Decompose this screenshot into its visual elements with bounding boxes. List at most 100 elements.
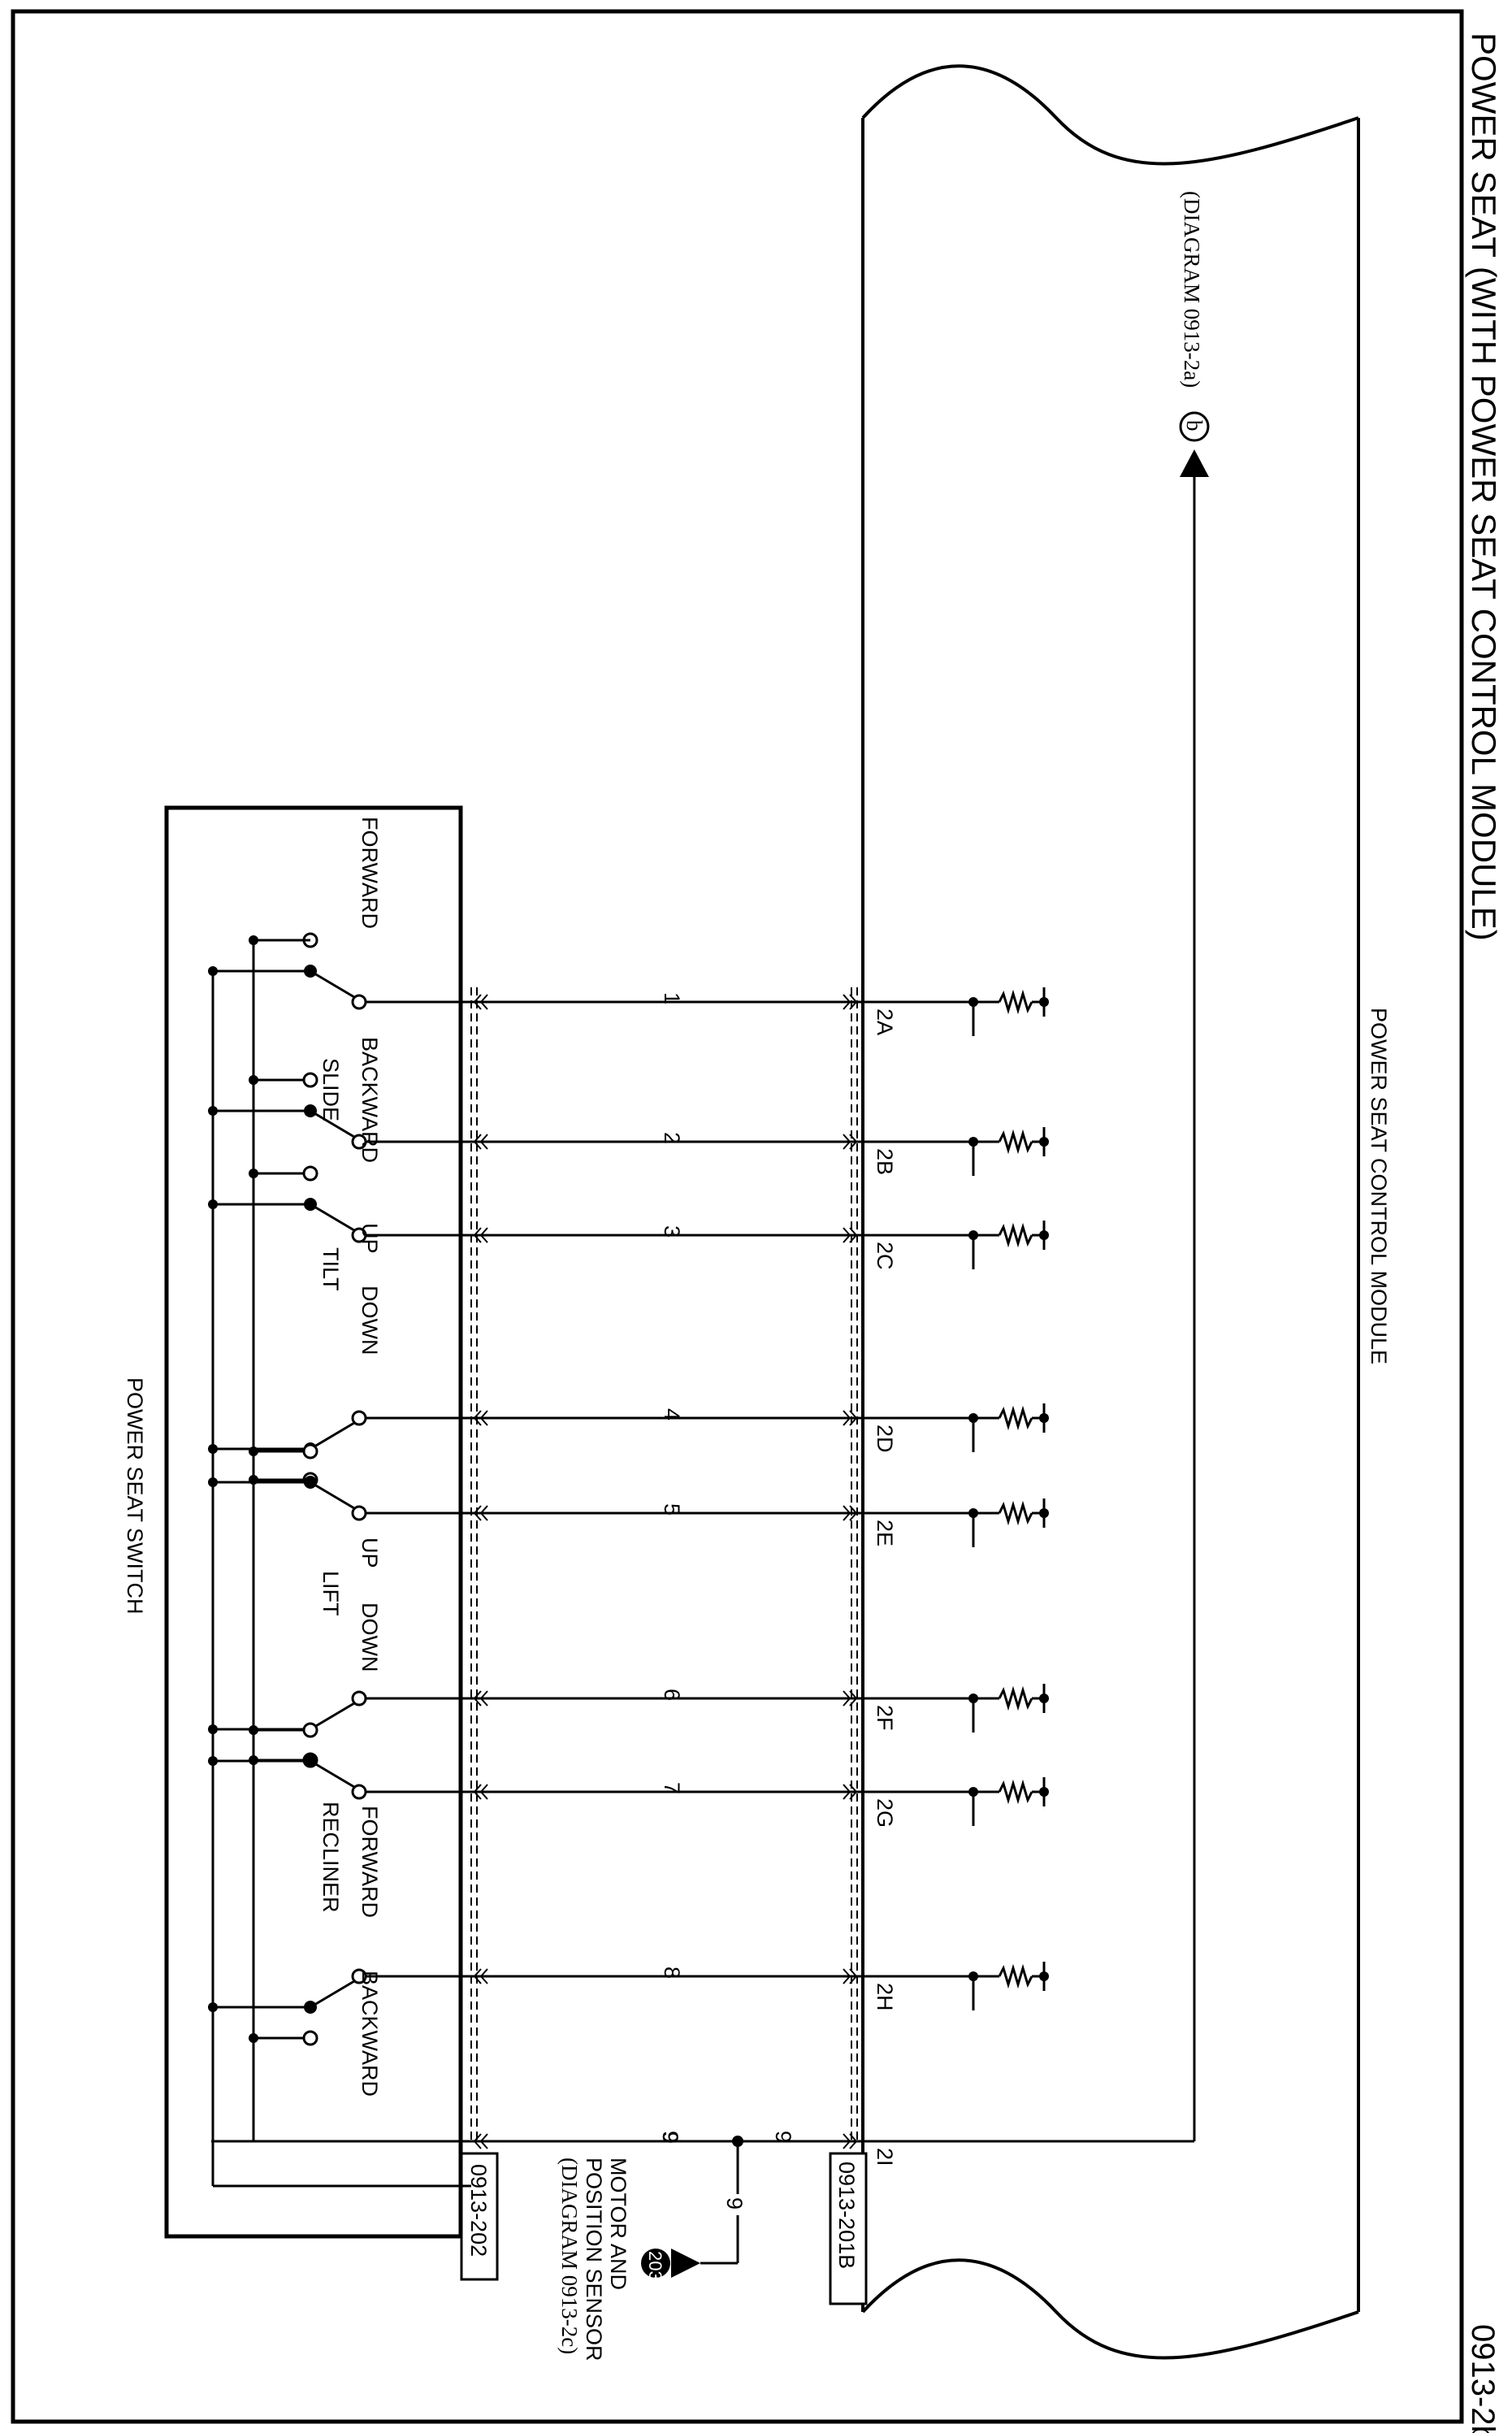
- label-lift-up: UP: [357, 1537, 382, 1568]
- pullup-resistor: [863, 1962, 1049, 2010]
- pullup-resistor: [863, 1221, 1049, 1269]
- ground-line1: MOTOR AND: [606, 2158, 630, 2290]
- switch-contact: [351, 1134, 367, 1150]
- ground-line2: POSITION SENSOR: [582, 2158, 606, 2361]
- wire-label: 5: [660, 1503, 684, 1516]
- terminal-label: 2G: [873, 1798, 897, 1828]
- terminal-label: 2E: [873, 1520, 897, 1546]
- pullup-resistor: [863, 1777, 1049, 1826]
- connector-pin-202: [473, 1505, 488, 1521]
- ground-line3: (DIAGRAM 0913-2c): [557, 2158, 582, 2354]
- label-recliner-forward: FORWARD: [357, 1806, 382, 1918]
- connector-pin-202: [473, 994, 488, 1010]
- connector-201b-box: [829, 2152, 868, 2305]
- connector-pin-202: [473, 2133, 488, 2149]
- label-tilt-down: DOWN: [357, 1286, 382, 1355]
- splice-dot: [732, 2136, 743, 2147]
- terminal-label: 2D: [873, 1425, 897, 1453]
- terminal-label: 2I: [873, 2148, 897, 2166]
- wire-label: 7: [660, 1782, 684, 1794]
- connector-202-label: 0913-202: [466, 2164, 491, 2257]
- switch-labels: FORWARD BACKWARD SLIDE UP TILT DOWN UP L…: [318, 817, 382, 2097]
- connector-201b-label: 0913-201B: [834, 2162, 859, 2269]
- switch-contact: [302, 2030, 318, 2046]
- pullup-resistor: [863, 987, 1049, 1036]
- page-title: POWER SEAT (WITH POWER SEAT CONTROL MODU…: [1465, 33, 1503, 941]
- circle-b-icon: [1179, 411, 1210, 442]
- connector-pin-201b: [843, 1227, 858, 1243]
- label-slide-backward: BACKWARD: [357, 1037, 382, 1163]
- label-recliner: RECLINER: [318, 1802, 343, 1913]
- ground-arrow-icon: [671, 2249, 700, 2278]
- switch-contact: [302, 1443, 318, 1459]
- switch-contact: [302, 1165, 318, 1182]
- connector-pin-201b: [843, 1784, 858, 1800]
- arrow-up-icon: [1180, 449, 1209, 477]
- switch-contact: [351, 1784, 367, 1800]
- terminal-label: 2A: [873, 1008, 897, 1035]
- wire-label: 9: [658, 2132, 682, 2144]
- wire-9-left-label: 9: [658, 2131, 682, 2143]
- label-lift-down: DOWN: [357, 1602, 382, 1672]
- switch-contact: [351, 1690, 367, 1707]
- switch-contact: [351, 994, 367, 1010]
- wire-label: 8: [660, 1967, 684, 1979]
- switch-contact: [351, 1968, 367, 1984]
- label-lift: LIFT: [318, 1571, 343, 1616]
- switch-contact: [351, 1505, 367, 1521]
- wire-9-right-label: 9: [771, 2131, 795, 2143]
- connector-pin-201b: [843, 1410, 858, 1426]
- label-slide: SLIDE: [318, 1058, 343, 1121]
- page-frame: [11, 9, 1464, 2424]
- label-tilt: TILT: [318, 1247, 343, 1291]
- connector-pin-202: [473, 1134, 488, 1150]
- wire-label: 4: [660, 1408, 684, 1420]
- connector-pin-201b: [843, 1134, 858, 1150]
- pullup-resistor: [863, 1403, 1049, 1452]
- wire-label: 3: [660, 1225, 684, 1238]
- wire-rows: 1 2A 2 2B 3 2C 4 2D 5 2E 6 2F 7 2G 8 2H 9 2I: [208, 932, 1194, 2188]
- ground-branch: 9 9 9 203 MOTOR AND POSITION SENSOR (DIA…: [557, 2131, 795, 2361]
- ground-number: 203: [645, 2251, 665, 2281]
- wire-9-down-label: 9: [722, 2197, 747, 2210]
- connector-pin-201b: [843, 1968, 858, 1984]
- reference-circle-letter: b: [1182, 420, 1207, 432]
- reference-link: b (DIAGRAM 0913-2a): [1179, 191, 1210, 2141]
- connector-pin-201b: [843, 1690, 858, 1707]
- connector-pin-201b: [843, 1505, 858, 1521]
- reference-text: (DIAGRAM 0913-2a): [1180, 191, 1204, 388]
- pullup-resistor: [863, 1684, 1049, 1733]
- label-tilt-up: UP: [357, 1223, 382, 1254]
- control-module: [861, 64, 1360, 2360]
- switch-contact: [351, 1410, 367, 1426]
- terminal-label: 2F: [873, 1705, 897, 1731]
- switch-contacts: [208, 932, 471, 2188]
- connector-pin-202: [473, 1227, 488, 1243]
- terminal-label: 2C: [873, 1242, 897, 1270]
- connector-pin-202: [473, 1410, 488, 1426]
- switch-box: [164, 805, 463, 2239]
- page-code: 0913-2b: [1465, 2324, 1501, 2433]
- connector-pin-202: [473, 1968, 488, 1984]
- wire-label: 6: [660, 1689, 684, 1701]
- switch-contact: [351, 1227, 367, 1243]
- terminal-label: 2B: [873, 1148, 897, 1175]
- label-slide-forward: FORWARD: [357, 817, 382, 929]
- wire-label: 2: [660, 1132, 684, 1144]
- module-name: POWER SEAT CONTROL MODULE: [1367, 1008, 1391, 1364]
- pullup-resistor: [863, 1498, 1049, 1547]
- switch-contact: [302, 1722, 318, 1738]
- wire-label: 1: [660, 992, 684, 1004]
- terminal-label: 2H: [873, 1983, 897, 2011]
- connector-pin-202: [473, 1784, 488, 1800]
- connector-pin-201b: [843, 994, 858, 1010]
- connector-201b-boundary: [851, 987, 858, 2141]
- pullup-resistor: [863, 1127, 1049, 1176]
- connector-pin-201b: [843, 2133, 858, 2149]
- connector-pin-202: [473, 1690, 488, 1707]
- label-recliner-backward: BACKWARD: [357, 1971, 382, 2097]
- connector-202-boundary: [470, 987, 478, 2141]
- switch-contact: [302, 1072, 318, 1088]
- switch-name: POWER SEAT SWITCH: [123, 1377, 147, 1615]
